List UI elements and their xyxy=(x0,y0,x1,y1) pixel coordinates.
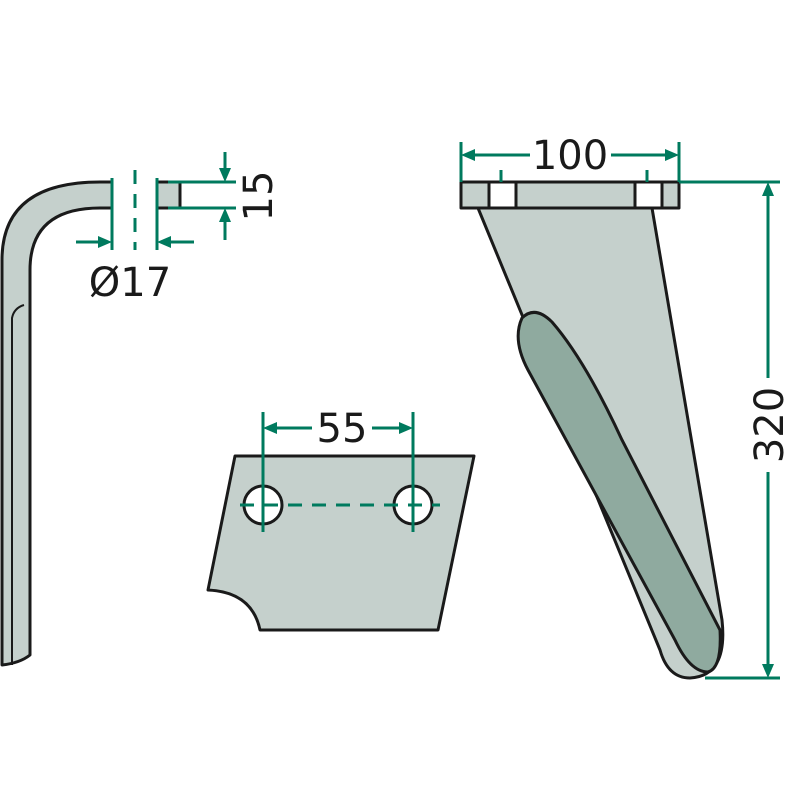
arrow-icon xyxy=(762,664,774,678)
dim-total-height: 320 xyxy=(747,387,793,463)
arrow-icon xyxy=(399,422,413,434)
plate-body xyxy=(206,454,476,632)
dim-thickness: 15 xyxy=(236,171,282,222)
flange-hole xyxy=(633,180,664,210)
side-view: Ø17 15 xyxy=(0,152,282,667)
tine-groove xyxy=(516,310,722,674)
arrow-icon xyxy=(665,149,679,161)
plate-view: 55 xyxy=(206,406,476,632)
tine-view: 100 320 xyxy=(459,133,793,680)
arrow-icon xyxy=(461,149,475,161)
flange-hole xyxy=(487,180,518,210)
dim-hole-diameter: Ø17 xyxy=(89,260,171,306)
arrow-icon xyxy=(762,182,774,196)
arrow-icon xyxy=(157,236,171,248)
side-view-body xyxy=(0,180,182,667)
dim-hole-spacing: 55 xyxy=(317,406,368,452)
arrow-icon xyxy=(219,208,231,222)
arrow-icon xyxy=(219,168,231,182)
arrow-icon xyxy=(98,236,112,248)
arrow-icon xyxy=(263,422,277,434)
side-view-edge xyxy=(11,304,25,665)
dim-flange-width: 100 xyxy=(532,133,608,179)
